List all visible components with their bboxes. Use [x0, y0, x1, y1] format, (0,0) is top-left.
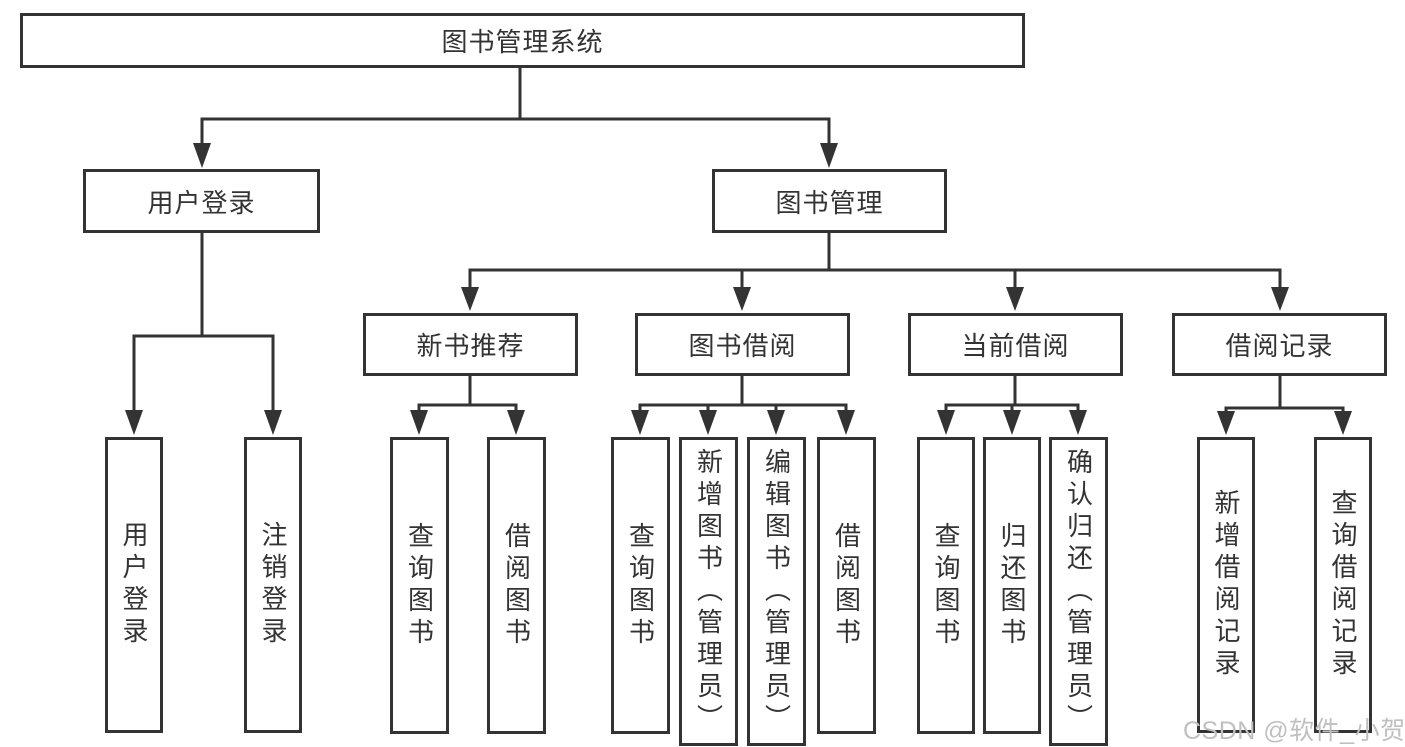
node-query-books-borrowing: 查询图书 — [611, 437, 670, 734]
node-query-borrow-record: 查询借阅记录 — [1314, 437, 1372, 733]
node-query-books-recommend: 查询图书 — [390, 437, 449, 734]
node-borrowing-records: 借阅记录 — [1172, 313, 1387, 376]
arrowheads — [125, 143, 1352, 435]
node-current-borrowing: 当前借阅 — [908, 313, 1123, 376]
node-new-book-recommend: 新书推荐 — [363, 313, 578, 376]
node-borrow-books-borrowing: 借阅图书 — [817, 437, 876, 734]
node-book-borrowing: 图书借阅 — [635, 313, 850, 376]
node-confirm-return-admin: 确认归还（管理员） — [1049, 437, 1108, 746]
node-add-borrow-record: 新增借阅记录 — [1197, 437, 1255, 733]
node-library-management-system: 图书管理系统 — [20, 13, 1025, 68]
node-book-management: 图书管理 — [712, 169, 947, 233]
node-borrow-books-recommend: 借阅图书 — [487, 437, 546, 734]
node-query-books-current: 查询图书 — [917, 437, 975, 734]
node-return-book: 归还图书 — [983, 437, 1041, 734]
node-user-login: 用户登录 — [105, 437, 163, 733]
node-edit-book-admin: 编辑图书（管理员） — [747, 437, 806, 746]
csdn-watermark: CSDN @软件_小贺同学 — [1183, 717, 1405, 745]
node-user-login-group: 用户登录 — [83, 169, 320, 233]
node-add-book-admin: 新增图书（管理员） — [679, 437, 738, 746]
node-logout: 注销登录 — [244, 437, 302, 733]
